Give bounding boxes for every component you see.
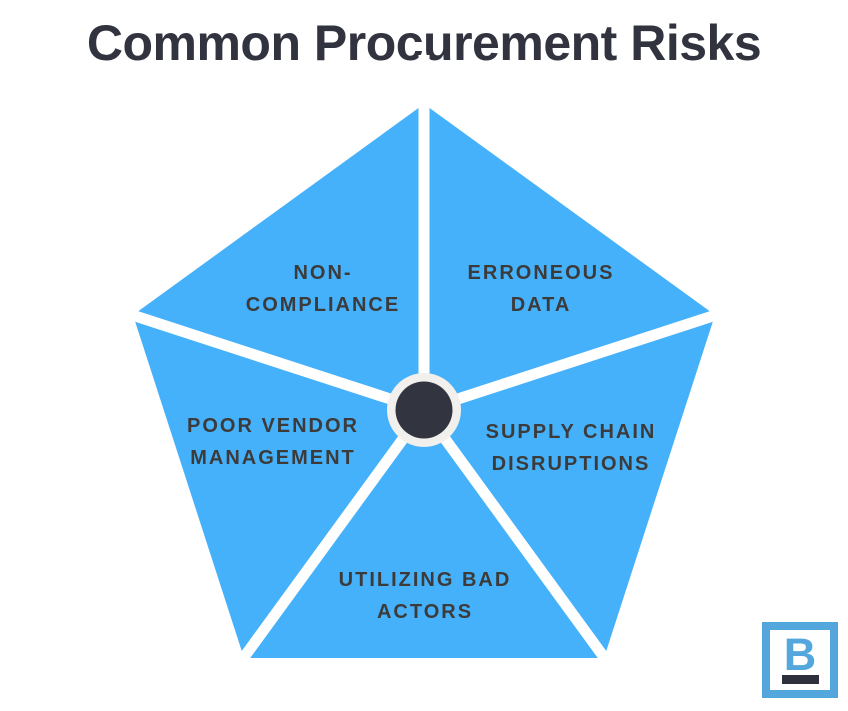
segment-label-erroneous-data: ERRONEOUS DATA <box>468 257 615 321</box>
segment-label-line: POOR VENDOR <box>186 415 360 437</box>
spoke-upper-left <box>84 294 426 416</box>
segment-label-line: DATA <box>510 294 572 316</box>
segment-poor-vendor-management <box>133 315 424 658</box>
segment-utilizing-bad-actors <box>244 410 604 658</box>
spoke-lower-right <box>419 406 638 701</box>
segment-label-line: ACTORS <box>376 601 474 623</box>
segment-label-line: SUPPLY CHAIN <box>485 421 657 443</box>
segment-label-line: MANAGEMENT <box>190 447 356 469</box>
segment-label-line: ERRONEOUS <box>467 262 615 284</box>
spoke-lower-left <box>210 406 429 701</box>
logo-underline-bar <box>781 674 819 684</box>
logo-letter: B <box>783 628 817 680</box>
brand-logo: B <box>762 622 838 698</box>
segment-label-utilizing-bad-actors: UTILIZING BAD ACTORS <box>339 564 512 628</box>
center-dot <box>395 381 453 439</box>
spoke-upper-right <box>422 294 764 416</box>
segment-label-poor-vendor-management: POOR VENDOR MANAGEMENT <box>187 410 359 474</box>
divider-spokes <box>84 55 764 701</box>
segment-label-line: NON- <box>293 262 353 284</box>
segment-label-line: UTILIZING BAD <box>338 569 512 591</box>
segment-label-line: DISRUPTIONS <box>491 453 651 475</box>
segment-label-line: COMPLIANCE <box>245 294 401 316</box>
segment-label-supply-chain-disruptions: SUPPLY CHAIN DISRUPTIONS <box>486 416 657 480</box>
segment-label-non-compliance: NON- COMPLIANCE <box>246 257 400 321</box>
segment-supply-chain-disruptions <box>424 315 715 658</box>
